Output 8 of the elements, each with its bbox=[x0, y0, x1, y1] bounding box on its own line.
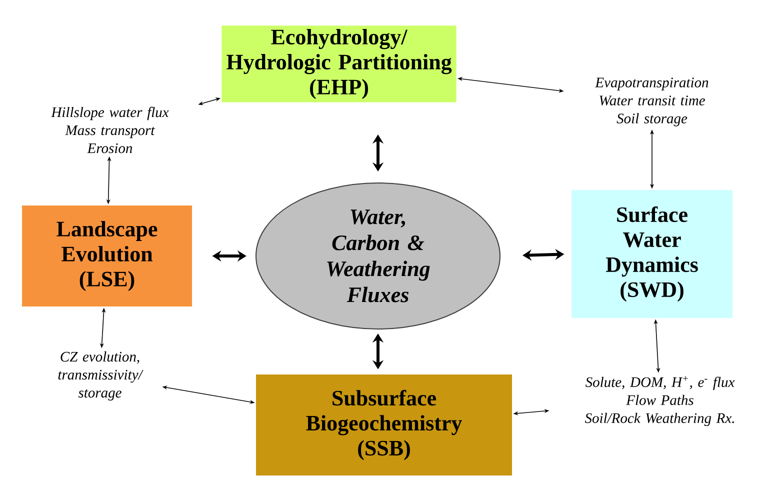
process-box: Subsurface Biogeochemistry (SSB) bbox=[256, 374, 512, 476]
note-text: Evapotranspiration Water transit time Soil storage bbox=[595, 78, 708, 126]
note-text: Hillslope water flux Mass transport Erosion bbox=[51, 106, 169, 154]
process-box: Landscape Evolution (LSE) bbox=[22, 205, 192, 306]
note-text: CZ evolution, transmissivity/ storage bbox=[58, 351, 144, 401]
process-box: Surface Water Dynamics (SWD) bbox=[572, 190, 732, 318]
process-box: Ecohydrology/ Hydrologic Partitioning (EHP) bbox=[222, 26, 456, 102]
note-text: Solute, DOM, H$^{+}$, e$^{-}$ flux Flow Paths Soil/Rock Weathering Rx. bbox=[584, 376, 735, 426]
